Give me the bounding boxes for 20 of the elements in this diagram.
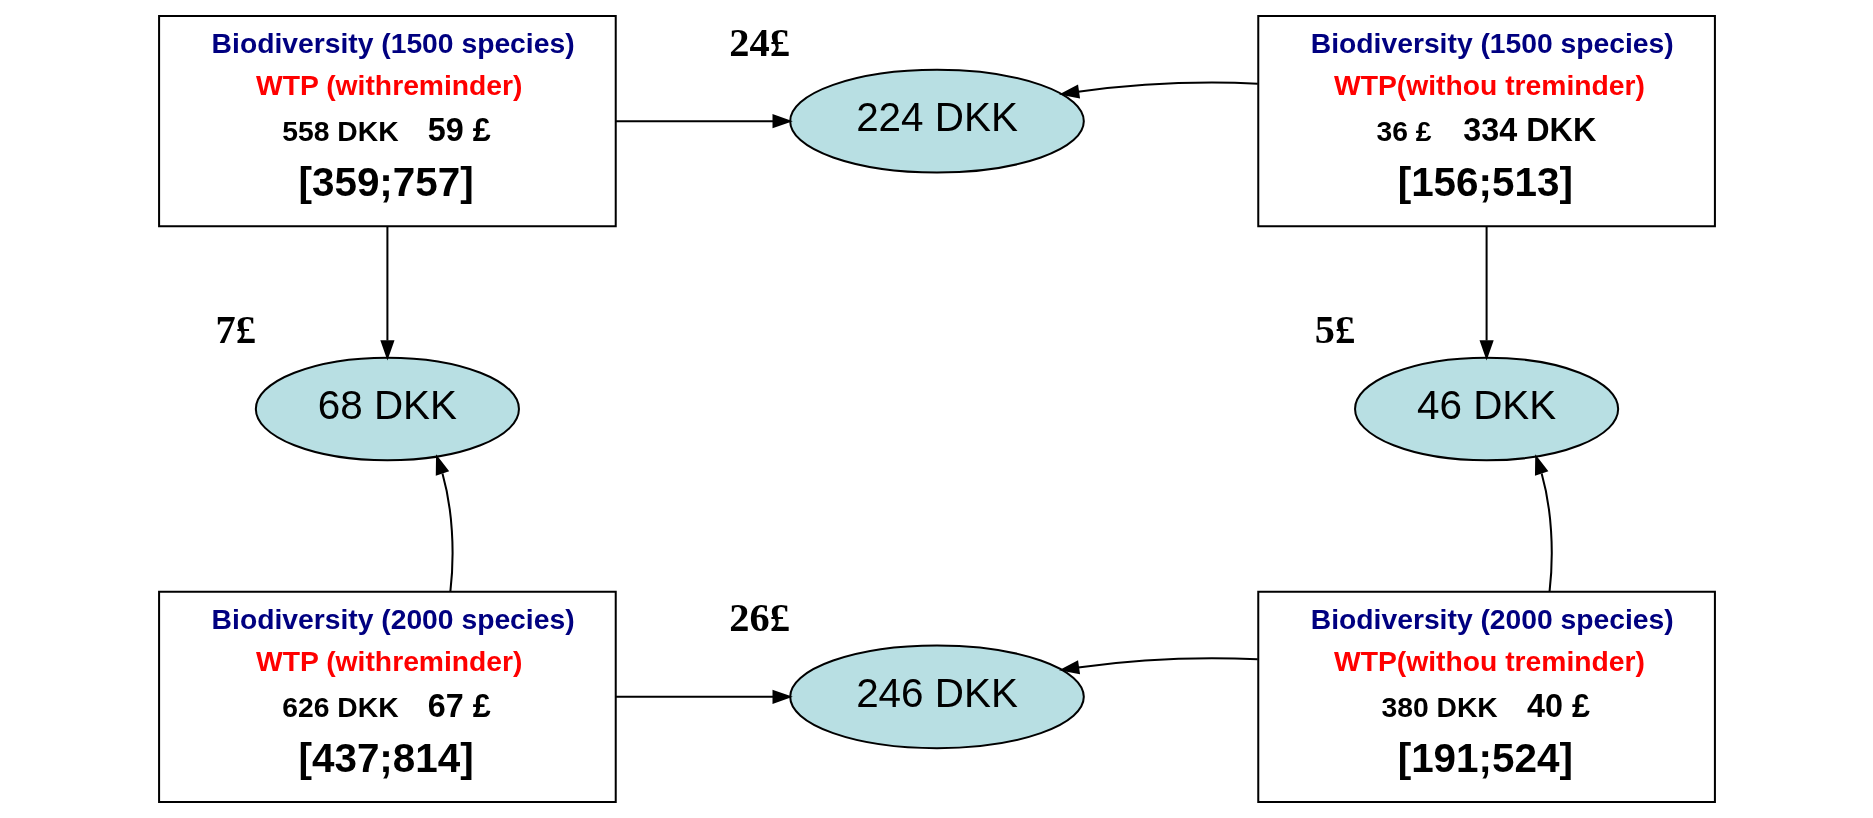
node-ellipse: 46 DKK [1353,356,1619,462]
arrow [615,689,793,704]
node-label: 24£ [728,19,790,65]
arrow [615,114,793,129]
node-label: 26£ [728,595,790,641]
node-box: Biodiversity (1500 species) WTP (withreminder) 558 DKK 59 £ [359;757] [157,15,617,228]
node-label: 7£ [215,307,256,353]
arrow [1479,226,1494,361]
node-label: 5£ [1314,307,1355,353]
node-box: Biodiversity (1500 species) WTP(withou treminder) 36 £ 334 DKK [156;513] [1256,15,1716,228]
node-ellipse: 68 DKK [254,356,520,462]
arrow [1058,81,1258,99]
node-box: Biodiversity (2000 species) WTP (withreminder) 626 DKK 67 £ [437;814] [157,590,617,803]
arrow [435,454,454,592]
node-ellipse: 224 DKK [788,68,1085,174]
node-box: Biodiversity (2000 species) WTP(withou treminder) 380 DKK 40 £ [191;524] [1256,590,1716,803]
arrow [1534,454,1553,592]
arrow [1058,657,1258,675]
arrow [379,226,394,361]
node-ellipse: 246 DKK [788,644,1085,750]
